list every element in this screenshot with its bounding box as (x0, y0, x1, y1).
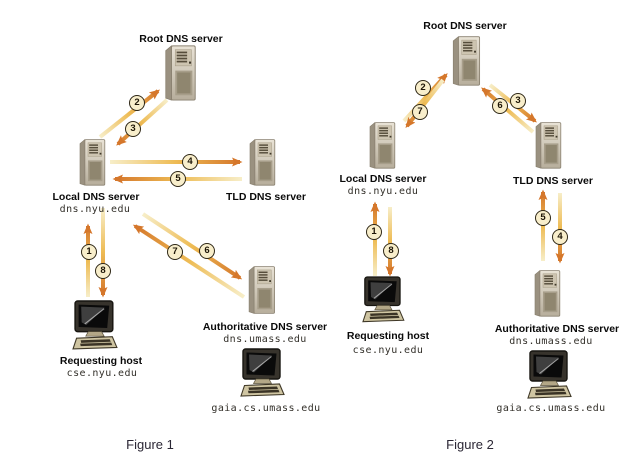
figure2-caption: Figure 2 (446, 437, 494, 452)
root-dns-label-fig2: Root DNS server (423, 20, 507, 32)
requesting-hostname-fig2: cse.nyu.edu (352, 345, 424, 356)
step-circle-2-fig2: 2 (415, 80, 431, 96)
step-circle-4-fig1: 4 (182, 154, 198, 170)
step-circle-1-fig1: 1 (81, 244, 97, 260)
local-dns-hostname-fig1: dns.nyu.edu (59, 204, 131, 215)
step-circle-3-fig2: 3 (510, 93, 526, 109)
step-circle-8-fig2: 8 (383, 243, 399, 259)
server-icon-tld-fig2 (535, 122, 562, 169)
server-icon-root-fig1 (165, 45, 196, 101)
step-circle-7-fig1: 7 (167, 244, 183, 260)
figure1-caption: Figure 1 (126, 437, 174, 452)
authoritative-hostname-fig2: dns.umass.edu (509, 336, 593, 347)
server-icon-authoritative-fig2 (534, 270, 561, 317)
dns-message-arrow (132, 224, 246, 299)
step-circle-8-fig1: 8 (95, 263, 111, 279)
step-circle-5-fig1: 5 (170, 171, 186, 187)
gaia-hostname-fig1: gaia.cs.umass.edu (211, 403, 321, 414)
server-icon-local-fig1 (79, 139, 106, 186)
authoritative-hostname-fig1: dns.umass.edu (223, 334, 307, 345)
local-dns-hostname-fig2: dns.nyu.edu (347, 186, 419, 197)
step-circle-6-fig1: 6 (199, 243, 215, 259)
server-icon-local-fig2 (369, 122, 396, 169)
computer-icon-gaia-fig2 (527, 350, 572, 399)
step-circle-6-fig2: 6 (492, 98, 508, 114)
root-dns-label-fig1: Root DNS server (139, 33, 223, 45)
local-dns-label-fig2: Local DNS server (339, 173, 427, 185)
step-circle-5-fig2: 5 (535, 210, 551, 226)
dns-message-arrow (98, 89, 160, 139)
authoritative-dns-label-fig1: Authoritative DNS server (202, 321, 328, 333)
requesting-host-label-fig2: Requesting host (346, 330, 430, 342)
server-icon-root-fig2 (452, 36, 481, 86)
dns-message-arrow (141, 212, 243, 280)
local-dns-label-fig1: Local DNS server (52, 191, 140, 203)
step-circle-4-fig2: 4 (552, 229, 568, 245)
dns-message-arrow (116, 98, 169, 146)
gaia-hostname-fig2: gaia.cs.umass.edu (496, 403, 606, 414)
step-circle-1-fig2: 1 (366, 224, 382, 240)
computer-icon-requesting-host-fig2 (362, 276, 405, 323)
step-circle-3-fig1: 3 (125, 121, 141, 137)
arrow-layer (83, 73, 565, 299)
computer-icon-requesting-host-fig1 (72, 300, 118, 350)
step-circle-7-fig2: 7 (412, 104, 428, 120)
tld-dns-label-fig1: TLD DNS server (226, 191, 306, 203)
dns-message-arrow (481, 87, 535, 134)
server-icon-tld-fig1 (249, 139, 276, 186)
authoritative-dns-label-fig2: Authoritative DNS server (494, 323, 620, 335)
requesting-hostname-fig1: cse.nyu.edu (66, 368, 138, 379)
requesting-host-label-fig1: Requesting host (59, 355, 143, 367)
computer-icon-gaia-fig1 (240, 348, 285, 397)
server-icon-authoritative-fig1 (248, 266, 275, 314)
dns-message-arrow (405, 78, 445, 128)
step-circle-2-fig1: 2 (129, 95, 145, 111)
tld-dns-label-fig2: TLD DNS server (513, 175, 593, 187)
